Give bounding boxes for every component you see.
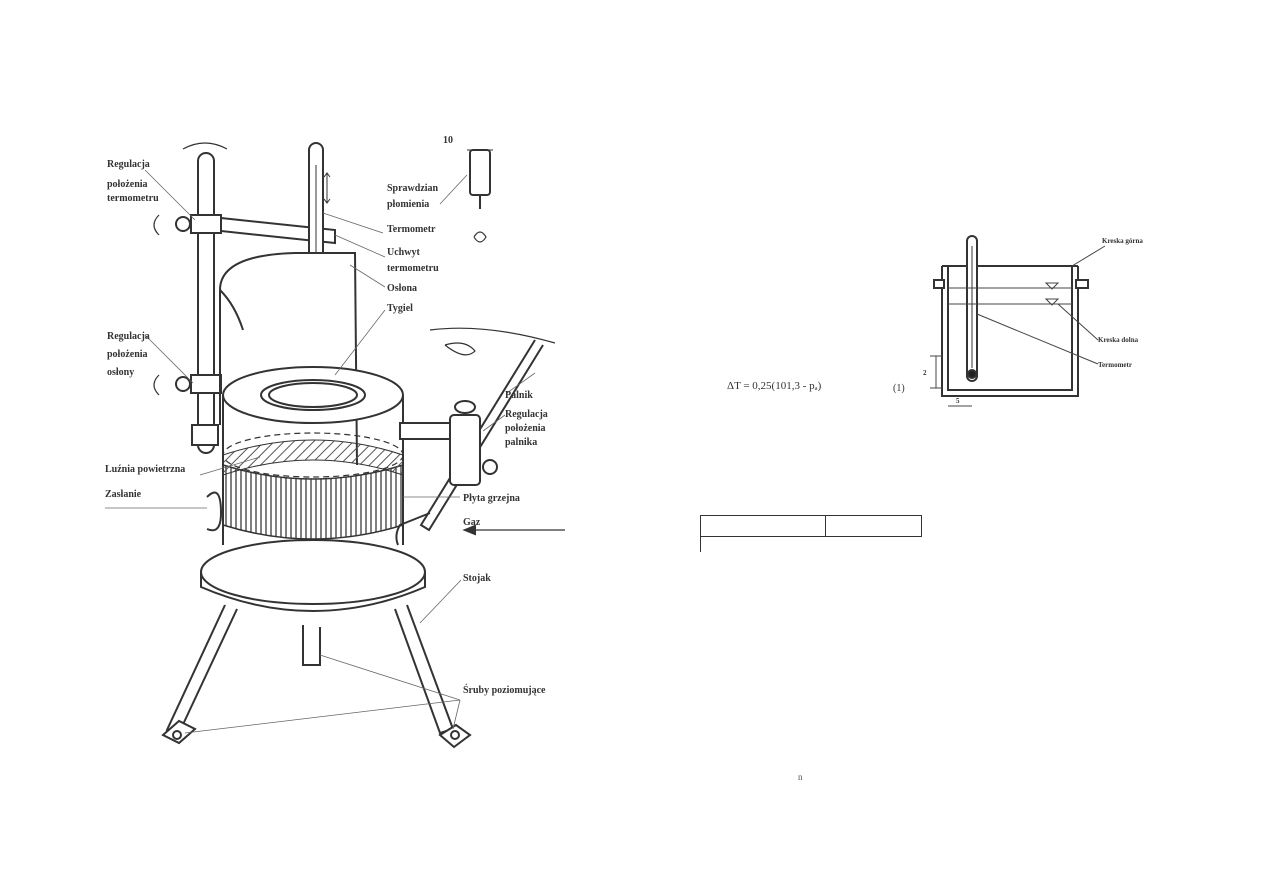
label-shutter: Zasłanie [105, 489, 142, 500]
table-row [700, 515, 922, 537]
label-heating-plate: Płyta grzejna [463, 493, 520, 504]
table-cell [700, 515, 826, 537]
label-crucible: Tygiel [387, 303, 413, 314]
label-lower-mark: Kreska dolna [1098, 336, 1139, 344]
pressure-correction-formula: ΔT = 0,25(101,3 - pₐ) [727, 380, 822, 392]
label-upper-mark: Kreska górna [1102, 237, 1143, 245]
label-thermometer-holder: termometru [387, 263, 439, 274]
label-shield: Osłona [387, 283, 417, 294]
table-cell [825, 515, 922, 537]
label-vertical-dimension: 2 [923, 369, 927, 377]
table-border-fragment [700, 537, 701, 552]
label-burner: Palnik [505, 390, 533, 401]
label-shield-adjustment: położenia [107, 349, 148, 360]
flash-point-apparatus-diagram: Regulacja położenia termometru 10 Sprawd… [105, 135, 565, 749]
label-leveling-screws: Śruby poziomujące [463, 684, 546, 696]
label-flame-check: płomienia [387, 199, 429, 210]
label-flame-check: Sprawdzian [387, 183, 439, 194]
label-burner-adjustment: położenia [505, 423, 546, 434]
label-thermometer: Termometr [387, 224, 436, 235]
label-horizontal-dimension: 5 [956, 397, 960, 405]
label-shield-adjustment: Regulacja [107, 331, 150, 342]
label-stand: Stojak [463, 573, 491, 584]
crucible-detail-diagram: Kreska górna Kreska dolna Termometr 2 5 [923, 235, 1143, 407]
label-thermometer-holder: Uchwyt [387, 247, 420, 258]
empty-table-header [700, 515, 922, 537]
label-shield-adjustment: osłony [107, 367, 134, 378]
label-flame-check-dimension: 10 [443, 135, 453, 146]
label-gas: Gaz [463, 517, 481, 528]
label-burner-adjustment: palnika [505, 437, 537, 448]
label-burner-adjustment: Regulacja [505, 409, 548, 420]
label-thermometer-adjustment: termometru [107, 193, 159, 204]
label-thermometer-adjustment: Regulacja [107, 159, 150, 170]
page-mark: n [798, 772, 803, 782]
label-thermometer-adjustment: położenia [107, 179, 148, 190]
label-air-gap: Luźnia powietrzna [105, 464, 185, 475]
label-thermometer: Termometr [1098, 361, 1132, 369]
formula-reference-number: (1) [893, 383, 905, 394]
